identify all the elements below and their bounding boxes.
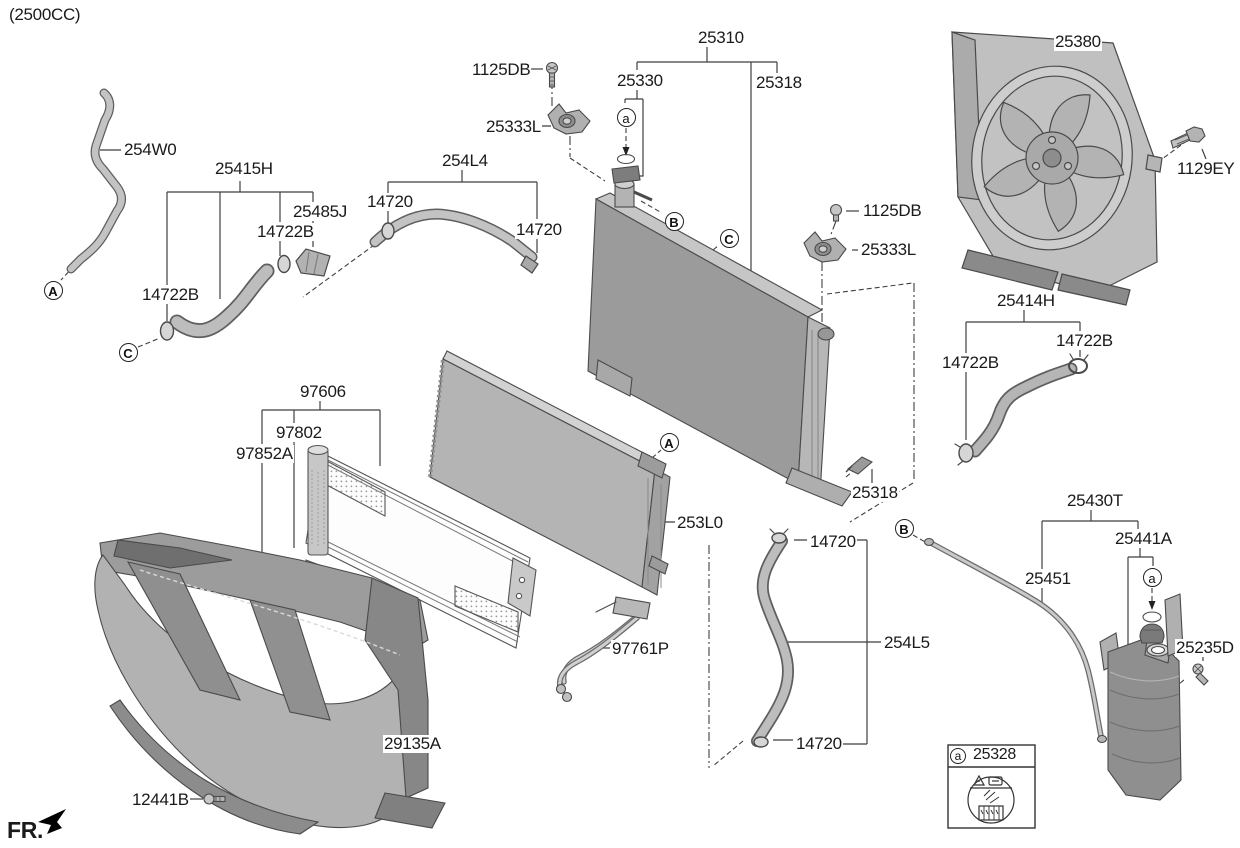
- bracket-25333l-left-illustration: [547, 103, 591, 135]
- part-label-14722b-4: 14722B: [1055, 331, 1114, 350]
- callout-a-reservoir-cap: a: [1142, 567, 1162, 587]
- part-label-25441a: 25441A: [1114, 529, 1173, 548]
- part-label-14720-4: 14720: [795, 734, 843, 753]
- callout-a-upper-left: A: [43, 280, 63, 300]
- part-label-14722b-1: 14722B: [256, 222, 315, 241]
- part-label-14720-2: 14720: [515, 220, 563, 239]
- cap-25441a-illustration: [1139, 623, 1165, 644]
- pipe-97761p-illustration: [555, 596, 651, 703]
- part-label-14720-1: 14720: [366, 192, 414, 211]
- part-label-12441b: 12441B: [131, 790, 190, 809]
- part-label-29135a: 29135A: [383, 734, 442, 753]
- hose-254l5-illustration: [751, 528, 794, 748]
- part-label-25380: 25380: [1054, 32, 1102, 51]
- condenser-97606-illustration: [301, 444, 537, 649]
- part-label-14722b-3: 14722B: [941, 353, 1000, 372]
- radiator-cap-25330-illustration: [611, 165, 641, 184]
- part-label-25310: 25310: [697, 28, 745, 47]
- part-label-25451: 25451: [1024, 569, 1072, 588]
- callout-b-radiator-top: B: [664, 211, 684, 231]
- flow-arrows: [622, 147, 1156, 610]
- bracket-25333l-right-illustration: [803, 231, 847, 263]
- hose-25415h-illustration: [159, 248, 331, 341]
- clamp-14722b-illustration: [277, 254, 291, 274]
- part-label-25330: 25330: [616, 71, 664, 90]
- legend-part-label-25328: 25328: [972, 746, 1017, 764]
- part-label-254w0: 254W0: [123, 140, 178, 159]
- part-label-25485j: 25485J: [292, 202, 348, 221]
- part-label-25415h: 25415H: [214, 159, 274, 178]
- part-label-25333l-2: 25333L: [860, 240, 917, 259]
- reservoir-25430t-illustration: [1099, 593, 1184, 801]
- part-label-25414h: 25414H: [996, 291, 1056, 310]
- part-label-25318-2: 25318: [851, 483, 899, 502]
- part-label-25235d: 25235D: [1175, 638, 1235, 657]
- part-label-253l0: 253L0: [676, 513, 724, 532]
- clamp-14720-illustration: [520, 255, 539, 274]
- part-label-14722b-2: 14722B: [141, 285, 200, 304]
- hose-25414h-illustration: [954, 353, 1089, 466]
- tube-254w0-illustration: [66, 88, 126, 274]
- callout-a-radiator-cap: a: [616, 107, 636, 127]
- clamp-14720-illustration: [771, 532, 787, 544]
- callout-a-condenser: A: [659, 432, 679, 452]
- part-label-97852a: 97852A: [235, 444, 294, 463]
- tube-25451-illustration: [923, 537, 1108, 744]
- clamp-14722b-illustration: [159, 321, 175, 341]
- engine-variant-title: (2500CC): [9, 5, 81, 24]
- part-label-25318-1: 25318: [755, 73, 803, 92]
- clamp-14722b-illustration: [1068, 358, 1088, 374]
- part-label-254l5: 254L5: [883, 633, 931, 652]
- clamp-14722b-illustration: [958, 443, 974, 463]
- bolt-1125db-left-illustration: [545, 61, 559, 88]
- radiator-25310-illustration: [587, 153, 853, 507]
- part-label-14720-3: 14720: [809, 532, 857, 551]
- part-label-1125db-2: 1125DB: [862, 201, 923, 220]
- caution-label-icon: [967, 774, 1015, 824]
- fan-assembly-25380-illustration: [951, 31, 1163, 306]
- stud-25318-illustration: [845, 456, 873, 475]
- part-label-97606: 97606: [299, 382, 347, 401]
- callout-c-radiator: C: [719, 228, 739, 248]
- fr-label: FR.: [7, 817, 44, 843]
- part-label-97802: 97802: [275, 423, 323, 442]
- clamp-14720-illustration: [381, 222, 395, 240]
- callout-c-left: C: [118, 342, 138, 362]
- callout-b-reservoir-hose: B: [894, 518, 914, 538]
- bolt-1129ey-illustration: [1170, 126, 1206, 149]
- fr-direction-arrow: [38, 809, 66, 834]
- legend-callout-a: a: [950, 748, 966, 764]
- bolt-12441b-illustration: [203, 793, 226, 805]
- bolt-25235d-illustration: [1192, 663, 1209, 686]
- part-label-25333l-1: 25333L: [485, 117, 542, 136]
- air-guard-29135a-illustration: [94, 532, 446, 835]
- part-label-254l4: 254L4: [441, 151, 489, 170]
- o-ring-illustration: [616, 153, 636, 165]
- hose-254l4-illustration: [369, 208, 539, 274]
- part-label-25430t: 25430T: [1066, 491, 1124, 510]
- radiator-253l0-illustration: [428, 350, 671, 596]
- part-label-1125db-1: 1125DB: [471, 60, 532, 79]
- clamp-14720-illustration: [753, 736, 769, 748]
- o-ring-illustration: [1142, 611, 1162, 623]
- fitting-25485j-illustration: [295, 248, 331, 277]
- part-label-97761p: 97761P: [611, 639, 670, 658]
- part-label-1129ey: 1129EY: [1176, 159, 1236, 178]
- bolt-1125db-right-illustration: [829, 203, 843, 222]
